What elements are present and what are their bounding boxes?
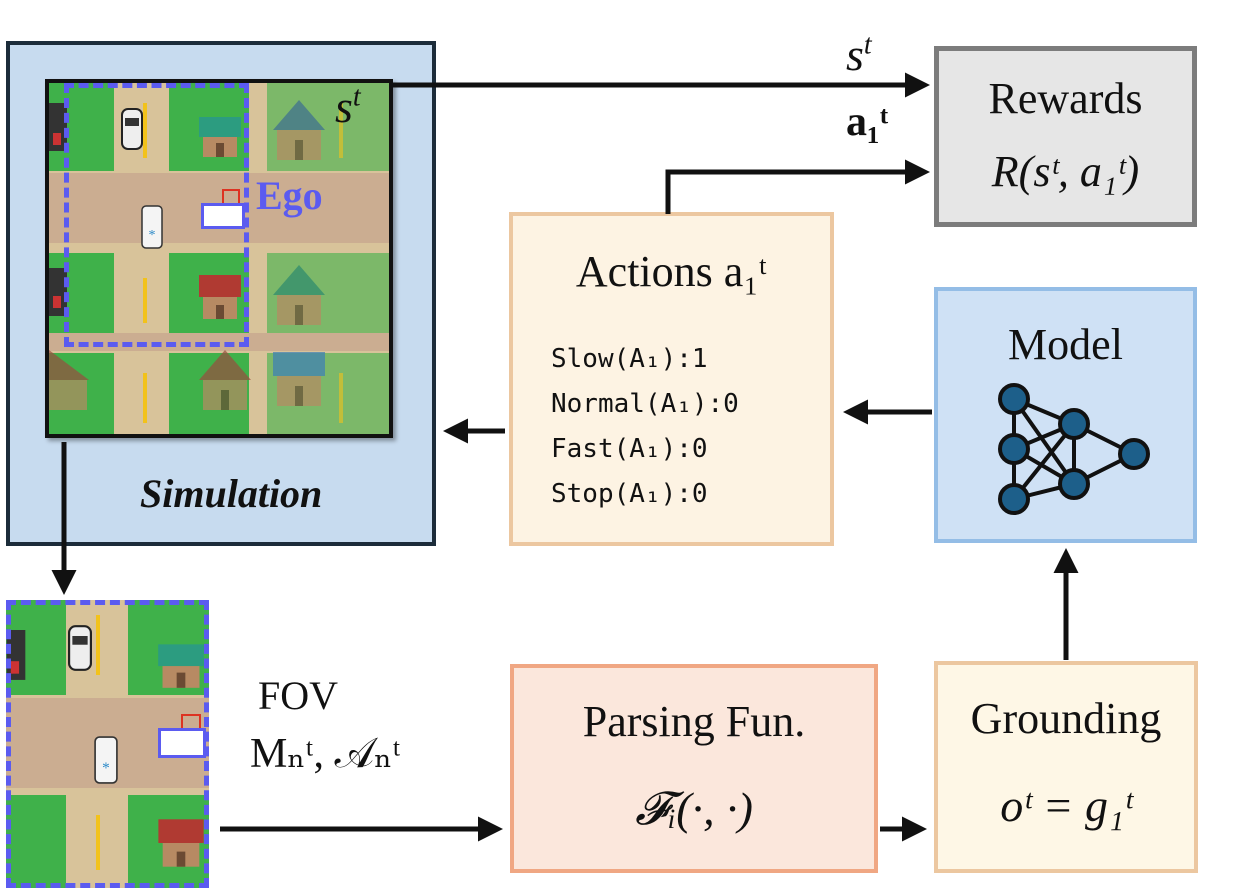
model-box: Model: [934, 287, 1197, 543]
fov-label: FOV: [258, 673, 339, 718]
house-teal-icon: [273, 265, 325, 325]
action-fast: Fast(A₁):0: [551, 434, 708, 464]
ego-marker: [222, 189, 240, 203]
ambulance-icon: *: [141, 205, 163, 249]
fov-map: *: [6, 600, 209, 888]
grounding-box: Grounding oᵗ = g₁ᵗ: [934, 661, 1198, 873]
house-blue-icon: [273, 100, 325, 160]
house-brown-icon: [199, 350, 251, 410]
house-green-icon: [199, 117, 241, 157]
fov-house-red-icon: [158, 819, 204, 867]
ego-label: Ego: [256, 173, 323, 218]
arrow-action-label: a₁ᵗ: [846, 99, 889, 145]
ego-vehicle-box: [201, 203, 245, 229]
fov-dashed-box: [64, 83, 249, 347]
sim-state-label: st: [335, 81, 361, 132]
actions-box: Actions a₁ᵗ Slow(A₁):1 Normal(A₁):0 Fast…: [509, 212, 834, 546]
arrow-actions-to-rewards: [665, 159, 930, 214]
svg-text:*: *: [149, 228, 156, 243]
simulation-map: *: [45, 79, 393, 438]
fov-police-car-icon: [68, 625, 92, 671]
fov-ambulance-icon: *: [94, 736, 118, 784]
grounding-formula: oᵗ = g₁ᵗ: [1000, 780, 1132, 831]
fov-parked-car-icon: [6, 630, 26, 680]
actions-title: Actions a₁ᵗ: [575, 247, 768, 296]
model-title: Model: [1008, 320, 1123, 369]
simulation-label: Simulation: [140, 471, 323, 516]
neural-network-icon: [998, 383, 1150, 515]
action-stop: Stop(A₁):0: [551, 479, 708, 509]
fov-ego-marker: [181, 714, 201, 728]
svg-text:*: *: [102, 760, 110, 777]
police-car-icon: [121, 108, 143, 150]
action-slow: Slow(A₁):1: [551, 344, 708, 374]
grounding-title: Grounding: [970, 694, 1162, 743]
rewards-formula: R(sᵗ, a₁ᵗ): [991, 147, 1140, 196]
arrow-state-label: st: [846, 29, 872, 80]
house-blue-2-icon: [273, 352, 325, 406]
house-red-icon: [199, 275, 241, 319]
parked-car-icon: [49, 103, 67, 151]
rewards-box: Rewards R(sᵗ, a₁ᵗ): [934, 46, 1197, 227]
rewards-title: Rewards: [988, 74, 1143, 123]
fov-house-green-icon: [158, 644, 204, 688]
fov-dashed-border: [6, 600, 209, 888]
parked-car-2-icon: [49, 268, 67, 316]
house-left-icon: [49, 350, 89, 410]
parsing-box: Parsing Fun. 𝓕ᵢ(·, ·): [510, 664, 878, 873]
parsing-formula: 𝓕ᵢ(·, ·): [635, 783, 753, 834]
fov-math-label: Mₙᵗ, 𝒜ₙᵗ: [250, 731, 401, 777]
parsing-title: Parsing Fun.: [582, 697, 806, 746]
action-normal: Normal(A₁):0: [551, 389, 739, 419]
